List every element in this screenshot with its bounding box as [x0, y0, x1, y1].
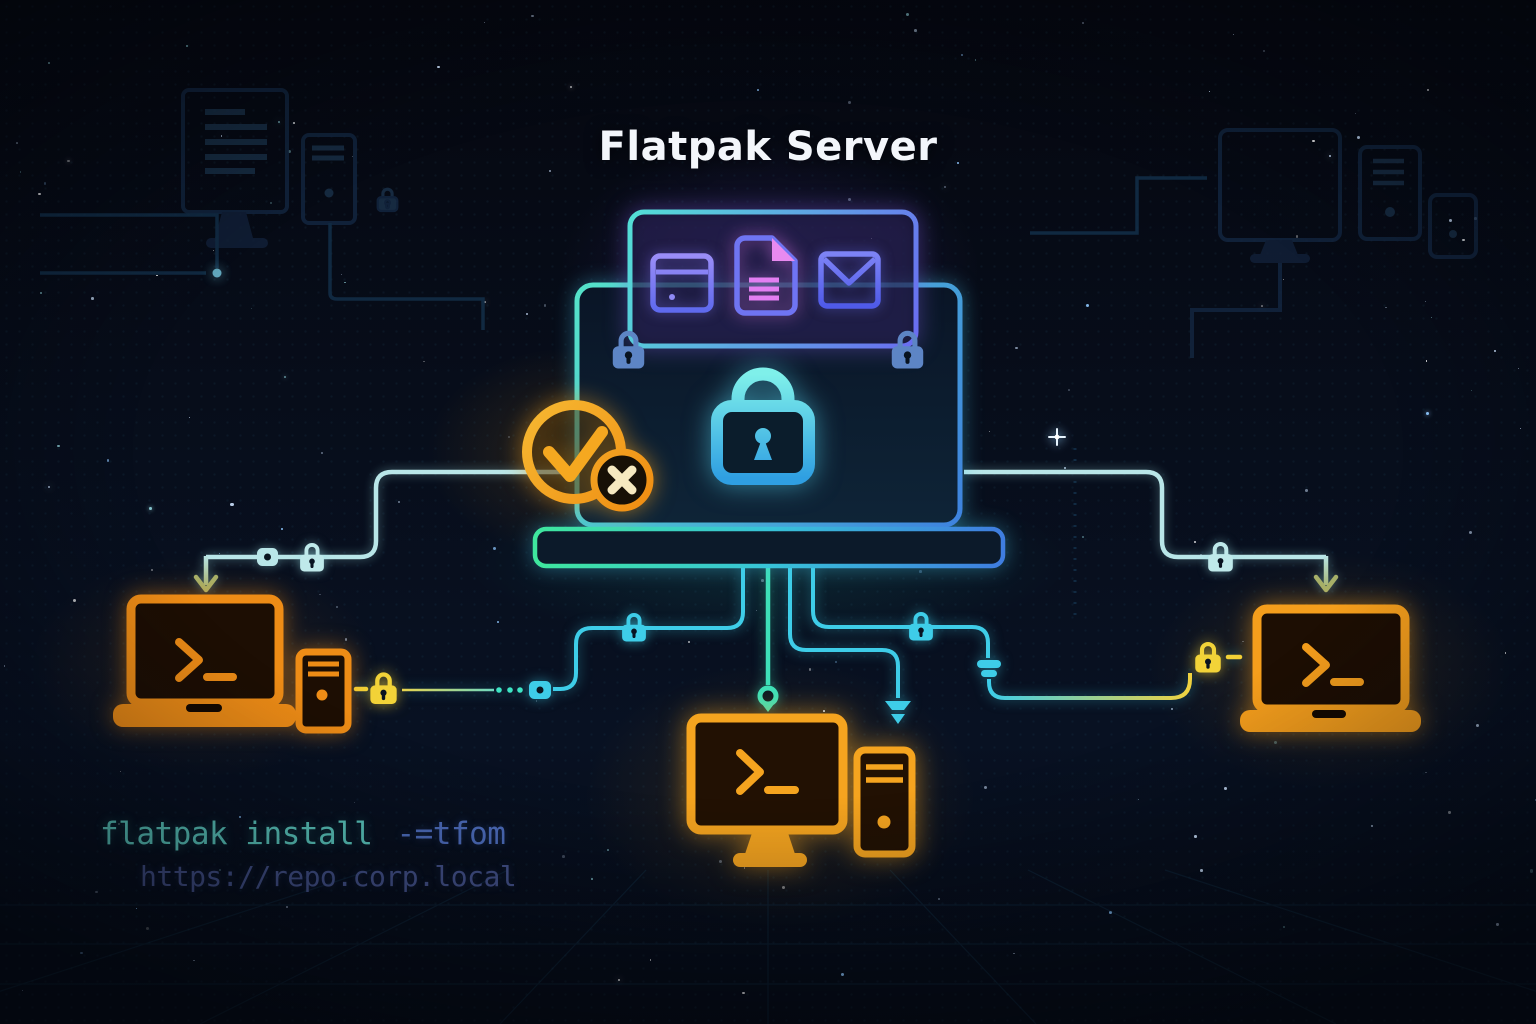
down-arrow-icon — [1313, 574, 1339, 593]
background-circuit-right — [1030, 176, 1207, 235]
connection-bottom-right — [788, 566, 1243, 724]
background-devices — [40, 88, 1478, 618]
terminal-prompt-icon — [1302, 643, 1364, 687]
down-arrow-icon — [193, 574, 219, 593]
mail-envelope-icon — [818, 251, 881, 309]
desktop-tower-icon — [295, 648, 352, 734]
padlock-icon — [298, 542, 326, 574]
connection-left — [193, 469, 572, 593]
padlock-icon — [907, 611, 935, 643]
background-circuit-left — [40, 213, 485, 330]
padlock-icon — [1195, 644, 1221, 673]
repo-url-line: https://repo.corp.local — [140, 860, 517, 893]
plumb-arrow-icon — [885, 701, 911, 724]
server-base — [532, 526, 1006, 569]
circuit-glow-dot — [212, 268, 222, 278]
background-tower-right-icon — [1358, 145, 1422, 241]
padlock-icon — [1208, 544, 1233, 572]
background-monitor-icon — [181, 88, 289, 248]
background-tablet-icon — [1428, 193, 1478, 259]
connection-bottom-left — [353, 566, 745, 699]
verified-badge — [522, 400, 654, 512]
terminal-prompt-icon — [736, 749, 799, 795]
terminal-prompt-icon — [175, 638, 237, 682]
browser-window-icon — [650, 253, 714, 313]
client-laptop-right — [1240, 604, 1421, 732]
desktop-tower-icon — [853, 746, 916, 858]
pin-icon — [757, 685, 779, 707]
background-monitor-right-icon — [1190, 128, 1342, 358]
connection-bottom-center — [757, 566, 779, 712]
connector-node-icon — [977, 660, 1001, 668]
floor-grid — [0, 869, 1536, 1024]
padlock-icon — [370, 675, 396, 704]
padlock-icon — [620, 612, 648, 644]
background-padlock-icon — [376, 187, 399, 213]
command-text: flatpak install — [100, 816, 373, 852]
command-flag-text: -=tfom — [396, 816, 506, 852]
sparkle-star — [1048, 428, 1066, 446]
connection-right — [964, 469, 1339, 593]
client-desktop-center — [686, 713, 916, 867]
server-lock-icon — [711, 367, 815, 485]
document-icon — [734, 235, 798, 316]
terminal-command-line: flatpak install -=tfom — [100, 816, 506, 852]
client-laptop-left — [113, 594, 352, 734]
page-title: Flatpak Server — [598, 124, 938, 170]
